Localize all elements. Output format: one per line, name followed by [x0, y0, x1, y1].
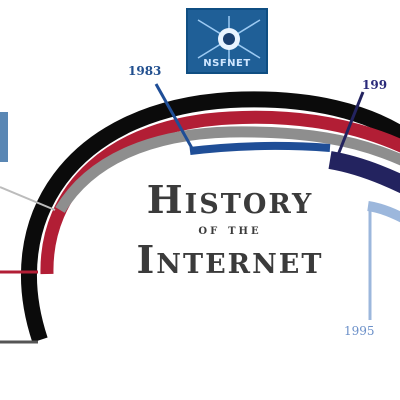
- gray-band: [55, 126, 400, 213]
- light-blue-band: [367, 201, 400, 223]
- navy-band: [328, 151, 400, 194]
- network-emblem-icon: [197, 16, 261, 62]
- logo-label: NSFNET: [203, 58, 251, 69]
- nsfnet-logo: NSFNET: [186, 8, 268, 74]
- year-label-1995: 1995: [344, 324, 375, 338]
- year-label-199x: 199: [362, 78, 388, 92]
- pointer-1983: [154, 83, 195, 151]
- pointer-199x: [334, 91, 365, 161]
- graphic-title: History of the Internet: [100, 180, 360, 280]
- title-line-internet: Internet: [136, 237, 324, 282]
- blue-band: [189, 142, 331, 155]
- gray-connector-line: [0, 186, 56, 211]
- title-line-history: History: [146, 177, 314, 222]
- left-partial-box: [0, 112, 8, 162]
- year-label-1983: 1983: [128, 64, 162, 78]
- title-line-of-the: of the: [198, 222, 262, 238]
